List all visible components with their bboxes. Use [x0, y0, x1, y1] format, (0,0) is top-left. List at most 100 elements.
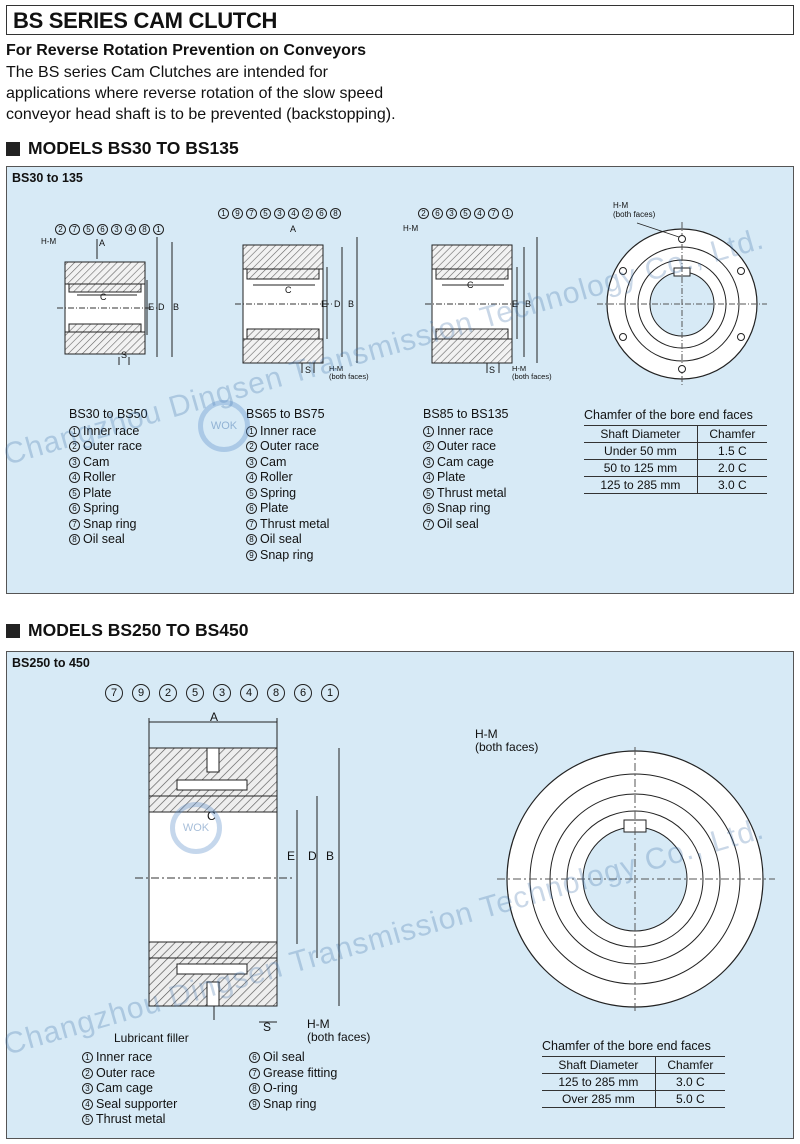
- part-name: Snap ring: [83, 516, 137, 531]
- part-name: Roller: [83, 470, 116, 484]
- table-cell: 1.5 C: [696, 442, 767, 460]
- part-name: Inner race: [437, 423, 494, 438]
- panel-bs30-135: BS30 to 135: [6, 166, 794, 594]
- callouts-bs65-75: 1 9 7 5 3 4 2 6 8: [218, 208, 344, 219]
- part-number: 4: [69, 472, 80, 484]
- part-number: 2: [69, 441, 80, 453]
- dim-hm-faces: H-M (both faces): [512, 365, 552, 381]
- section-drawing-bs250-450: [135, 718, 340, 1023]
- intro-line: The BS series Cam Clutches are intended …: [6, 64, 328, 81]
- table-cell: Over 285 mm: [562, 1092, 635, 1106]
- callout: 5: [260, 208, 271, 219]
- part-name: Plate: [83, 485, 112, 500]
- heading-square-icon: [6, 623, 20, 638]
- section-drawing-bs85-135: [425, 237, 538, 373]
- callout: 2: [302, 208, 313, 219]
- callout: 9: [232, 208, 243, 219]
- part-name: Oil seal: [437, 516, 479, 531]
- dim-c: C: [100, 292, 107, 302]
- part-number: 8: [246, 534, 257, 546]
- part-number: 3: [246, 456, 257, 468]
- part-number: 8: [69, 534, 80, 546]
- dim-hm-faces: H-M (both faces): [307, 1018, 370, 1044]
- intro-text: The BS series Cam Clutches are intended …: [6, 62, 466, 125]
- part-name: Cam: [83, 454, 110, 469]
- callout: 1: [321, 684, 339, 702]
- chamfer-caption: Chamfer of the bore end faces: [584, 408, 753, 422]
- part-number: 7: [246, 518, 257, 530]
- chamfer-table: Shaft Diameter Chamfer Under 50 mm 1.5 C…: [584, 425, 767, 494]
- part-name: Thrust metal: [96, 1112, 166, 1126]
- callout: 1: [153, 224, 164, 235]
- part-name: Spring: [260, 485, 297, 500]
- part-name: Oil seal: [83, 532, 125, 546]
- table-cell: 3.0 C: [696, 476, 767, 494]
- callout: 7: [105, 684, 123, 702]
- callout: 1: [502, 208, 513, 219]
- column-header: Chamfer: [696, 425, 767, 443]
- dim-hm-note: (both faces): [329, 372, 369, 381]
- part-name: Outer race: [437, 439, 497, 453]
- table-cell: 125 to 285 mm: [558, 1075, 639, 1089]
- part-number: 1: [69, 425, 80, 437]
- dim-c: C: [285, 285, 292, 295]
- table-header-row: Shaft Diameter Chamfer: [584, 425, 767, 443]
- callouts-bs30-50: 2 7 5 6 3 4 8 1: [55, 224, 167, 235]
- callout: 5: [83, 224, 94, 235]
- table-row: Under 50 mm 1.5 C: [584, 442, 767, 460]
- callout: 9: [132, 684, 150, 702]
- panel-label: BS30 to 135: [12, 171, 83, 185]
- part-number: 6: [249, 1052, 260, 1064]
- callout: 3: [213, 684, 231, 702]
- part-number: 5: [82, 1114, 93, 1126]
- column-header: Shaft Diameter: [558, 1058, 639, 1072]
- dim-hm: H-M: [613, 201, 629, 210]
- part-number: 6: [423, 503, 434, 515]
- part-name: Cam cage: [96, 1081, 153, 1095]
- dim-s: S: [489, 365, 496, 375]
- chamfer-caption: Chamfer of the bore end faces: [542, 1039, 711, 1053]
- dim-e: E: [512, 299, 519, 309]
- part-name: Plate: [260, 501, 289, 515]
- dim-s: S: [121, 350, 128, 360]
- dim-hm-faces-front: H-M (both faces): [475, 728, 538, 754]
- dim-e: E: [287, 849, 296, 863]
- part-number: 2: [246, 441, 257, 453]
- part-name: Oil seal: [260, 532, 302, 546]
- section-heading-text: MODELS BS250 TO BS450: [28, 620, 249, 640]
- dim-hm: H-M: [307, 1017, 330, 1031]
- part-number: 7: [423, 518, 434, 530]
- part-name: Outer race: [83, 439, 143, 453]
- callout: 5: [186, 684, 204, 702]
- intro-line: applications where reverse rotation of t…: [6, 85, 384, 102]
- section-heading-bs250-450: MODELS BS250 TO BS450: [6, 620, 248, 641]
- watermark-logo-icon: WOK: [198, 400, 250, 452]
- callout: 8: [139, 224, 150, 235]
- part-number: 1: [82, 1052, 93, 1064]
- dim-hm-note: (both faces): [307, 1030, 371, 1044]
- part-name: Outer race: [260, 439, 320, 453]
- table-cell: 125 to 285 mm: [600, 478, 681, 492]
- callout: 4: [474, 208, 485, 219]
- section-heading-text: MODELS BS30 TO BS135: [28, 138, 239, 158]
- parts-list-title: BS85 to BS135: [423, 407, 509, 421]
- dim-b: B: [326, 849, 335, 863]
- callout: 2: [55, 224, 66, 235]
